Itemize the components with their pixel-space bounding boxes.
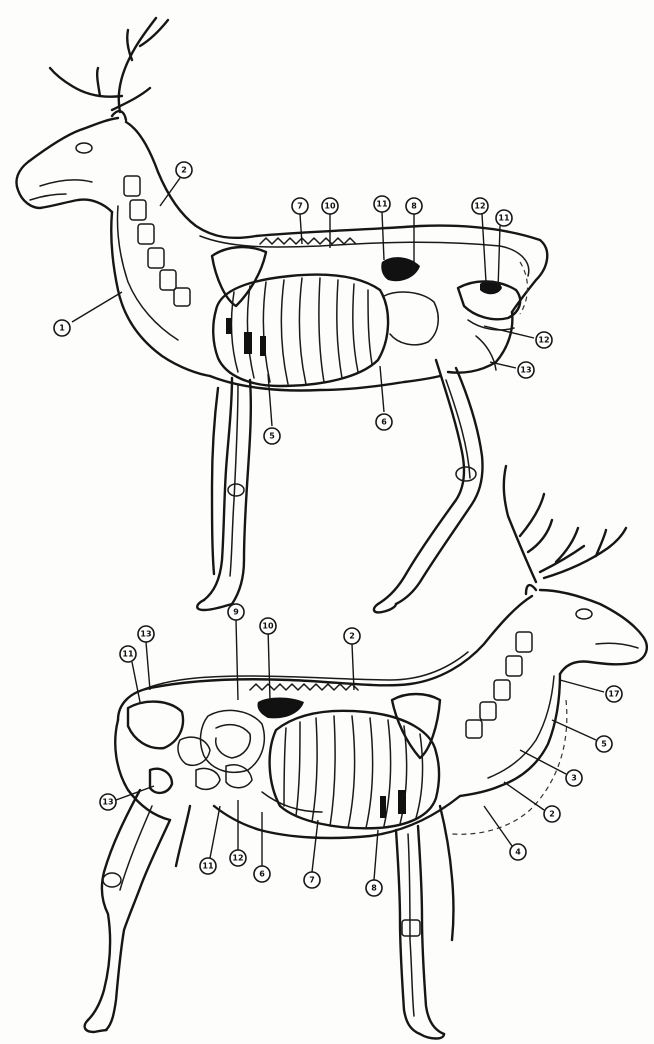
- callout-top-10: 13: [518, 362, 534, 378]
- callout-bottom-15: 7: [304, 872, 320, 888]
- svg-text:7: 7: [309, 876, 315, 885]
- top-deer-throat: [111, 212, 210, 376]
- svg-text:2: 2: [349, 632, 355, 641]
- callout-bottom-16: 8: [366, 880, 382, 896]
- callout-bottom-1: 13: [138, 626, 154, 642]
- callout-top-3: 7: [292, 198, 308, 214]
- callout-bottom-7: 5: [596, 736, 612, 752]
- callout-top-7: 12: [472, 198, 488, 214]
- callout-top-11: 6: [376, 414, 392, 430]
- svg-text:13: 13: [102, 798, 113, 807]
- callout-top-12: 5: [264, 428, 280, 444]
- bottom-deer-hind-legs: [85, 790, 190, 1032]
- bottom-deer-ribcage: [270, 711, 439, 829]
- svg-text:11: 11: [202, 862, 214, 871]
- svg-text:8: 8: [411, 202, 417, 211]
- svg-text:6: 6: [381, 418, 387, 427]
- bottom-deer: [85, 466, 647, 1039]
- top-callouts: 1 2 7 10 11 8 12 11 12 13 6 5: [54, 162, 552, 444]
- bottom-deer-intestines: [178, 710, 264, 789]
- callout-bottom-4: 10: [260, 618, 276, 634]
- svg-text:8: 8: [371, 884, 377, 893]
- callout-bottom-14: 6: [254, 866, 270, 882]
- top-deer-antlers: [50, 18, 168, 112]
- svg-text:11: 11: [376, 200, 388, 209]
- svg-text:5: 5: [269, 432, 275, 441]
- callout-top-9: 12: [536, 332, 552, 348]
- svg-text:2: 2: [549, 810, 555, 819]
- bottom-deer-antlers: [504, 466, 626, 582]
- top-deer-head: [16, 118, 118, 212]
- top-deer-front-legs: [197, 378, 251, 610]
- bottom-deer-head: [540, 590, 647, 674]
- callout-bottom-11: 13: [100, 794, 116, 810]
- callout-top-8: 11: [496, 210, 512, 226]
- callout-bottom-10: 4: [510, 844, 526, 860]
- svg-text:13: 13: [140, 630, 151, 639]
- callout-bottom-2: 11: [120, 646, 136, 662]
- callout-bottom-3: 9: [228, 604, 244, 620]
- bottom-deer-dark-organ: [257, 698, 304, 719]
- top-deer-hind-legs: [374, 360, 483, 612]
- top-deer-scapula: [212, 247, 266, 306]
- svg-text:11: 11: [498, 214, 510, 223]
- svg-text:17: 17: [608, 690, 619, 699]
- callout-bottom-13: 11: [200, 858, 216, 874]
- top-deer: [16, 18, 547, 612]
- bottom-deer-cervical-vertebrae: [466, 632, 532, 738]
- callout-bottom-9: 2: [544, 806, 560, 822]
- callout-top-5: 11: [374, 196, 390, 212]
- svg-text:13: 13: [520, 366, 531, 375]
- svg-text:2: 2: [181, 166, 187, 175]
- callout-bottom-5: 2: [344, 628, 360, 644]
- svg-text:10: 10: [324, 202, 336, 211]
- callout-bottom-12: 12: [230, 850, 246, 866]
- callout-top-2: 2: [176, 162, 192, 178]
- callout-bottom-8: 3: [566, 770, 582, 786]
- svg-text:1: 1: [59, 324, 65, 333]
- svg-text:7: 7: [297, 202, 303, 211]
- svg-text:9: 9: [233, 608, 239, 617]
- top-deer-ribcage: [213, 275, 388, 386]
- bottom-deer-back: [118, 596, 532, 720]
- svg-text:4: 4: [515, 848, 521, 857]
- svg-text:12: 12: [538, 336, 549, 345]
- bottom-deer-pelvis: [128, 702, 183, 749]
- callout-bottom-6: 17: [606, 686, 622, 702]
- svg-text:6: 6: [259, 870, 265, 879]
- svg-text:12: 12: [232, 854, 243, 863]
- svg-text:10: 10: [262, 622, 274, 631]
- svg-text:5: 5: [601, 740, 607, 749]
- callout-top-6: 8: [406, 198, 422, 214]
- svg-text:11: 11: [122, 650, 134, 659]
- callout-top-4: 10: [322, 198, 338, 214]
- callout-top-1: 1: [54, 320, 70, 336]
- bottom-deer-front-legs: [396, 806, 454, 1039]
- bottom-deer-belly: [214, 796, 460, 838]
- svg-text:3: 3: [571, 774, 577, 783]
- svg-text:12: 12: [474, 202, 485, 211]
- top-deer-cervical-vertebrae: [124, 176, 190, 306]
